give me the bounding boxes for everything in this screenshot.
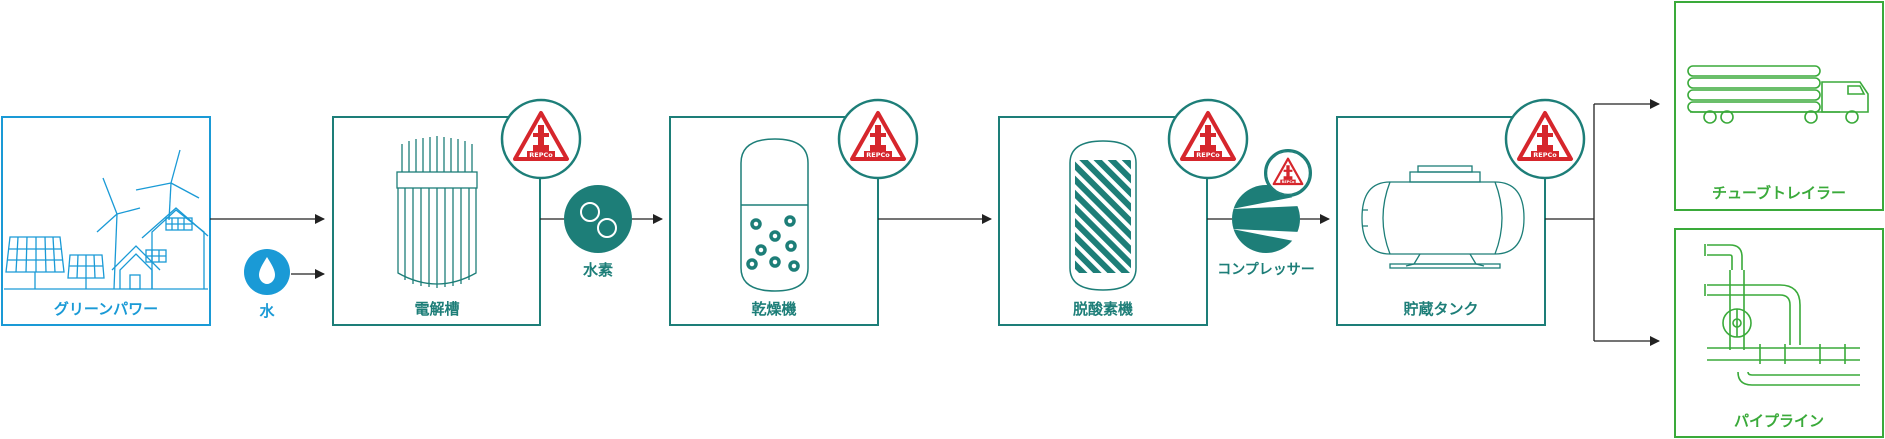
deoxidizer-label: 脱酸素機 bbox=[1072, 300, 1133, 318]
hydrogen-label: 水素 bbox=[582, 261, 613, 279]
tube-trailer-node bbox=[1674, 1, 1884, 211]
green-power-label: グリーンパワー bbox=[53, 300, 159, 318]
deoxidizer-vessel-icon bbox=[1069, 140, 1137, 291]
electrolyzer-label: 電解槽 bbox=[414, 300, 460, 318]
repco-logo bbox=[837, 98, 919, 180]
water-label: 水 bbox=[259, 302, 275, 320]
storage-tank-icon bbox=[1361, 165, 1525, 269]
storage-tank-label: 貯蔵タンク bbox=[1403, 300, 1479, 318]
repco-logo bbox=[1504, 98, 1586, 180]
dryer-label: 乾燥機 bbox=[751, 300, 797, 318]
pipeline-node bbox=[1674, 228, 1884, 438]
branch-connector bbox=[1545, 104, 1595, 341]
flow-arrows bbox=[210, 99, 1660, 346]
repco-logo bbox=[500, 98, 582, 180]
pipeline-icon bbox=[1704, 244, 1860, 386]
pipeline-label: パイプライン bbox=[1733, 412, 1824, 430]
solar-wind-house-icon bbox=[4, 149, 209, 290]
green-power-node bbox=[1, 116, 211, 326]
tube-trailer-label: チューブトレイラー bbox=[1711, 184, 1847, 202]
hydrogen-molecule-icon bbox=[564, 185, 632, 253]
hydrogen-node bbox=[564, 185, 632, 253]
repco-logo bbox=[1167, 98, 1249, 180]
electrolyzer-stack-icon bbox=[396, 136, 478, 288]
tube-trailer-icon bbox=[1687, 65, 1869, 124]
compressor-label: コンプレッサー bbox=[1217, 262, 1315, 278]
water-node bbox=[244, 249, 290, 295]
dryer-vessel-icon bbox=[740, 138, 809, 292]
compressor-node bbox=[1232, 149, 1312, 253]
